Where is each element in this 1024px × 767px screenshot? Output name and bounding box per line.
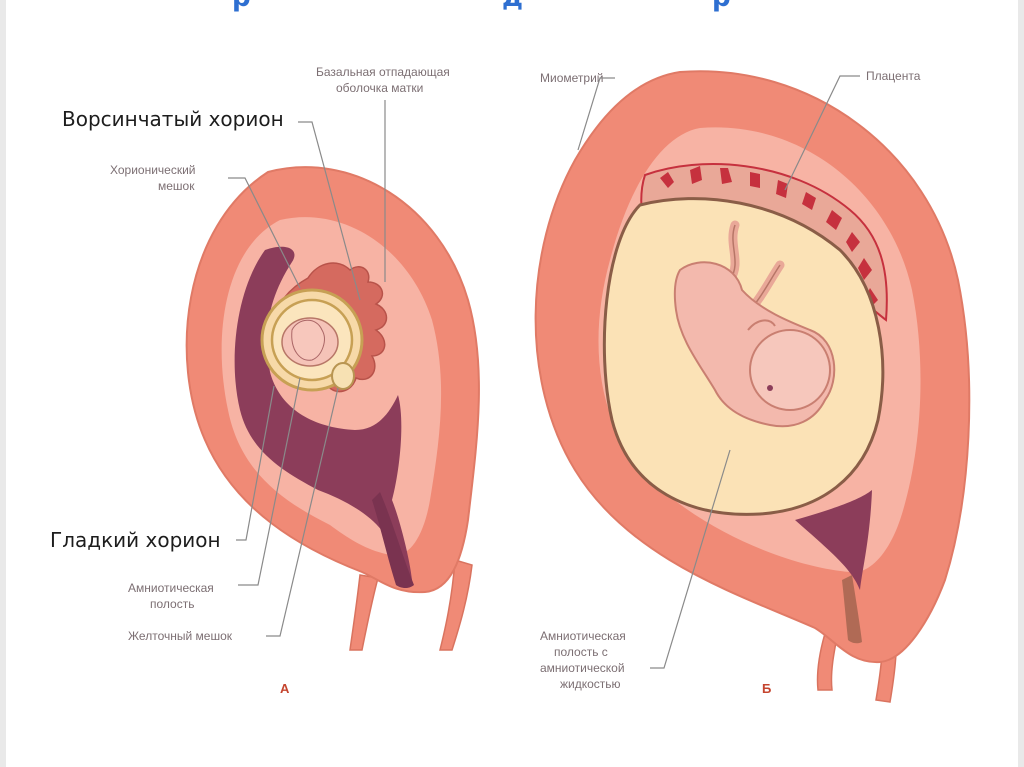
panel-letter-b: Б (762, 681, 771, 696)
label-chorionic-sac-2: мешок (158, 179, 195, 193)
uterus-a-cervix-left (350, 575, 378, 650)
uterus-late (536, 71, 970, 702)
title-fragment-2: д (502, 0, 523, 13)
label-myometrium: Миометрий (540, 71, 603, 85)
fetus-head (750, 330, 830, 410)
label-amniotic-fluid-4: жидкостью (560, 677, 621, 691)
label-chorionic-sac-1: Хорионический (110, 163, 196, 177)
label-amniotic-fluid-2: полость с (554, 645, 608, 659)
panel-letter-a: А (280, 681, 290, 696)
label-placenta: Плацента (866, 69, 921, 83)
label-decidua-2: оболочка матки (336, 81, 423, 95)
label-yolk-sac: Желточный мешок (128, 629, 233, 643)
label-amniotic-fluid-1: Амниотическая (540, 629, 626, 643)
label-amniotic-fluid-3: амниотической (540, 661, 625, 675)
label-amniotic-cavity-1: Амниотическая (128, 581, 214, 595)
yolk-sac-a (332, 363, 354, 389)
label-smooth-chorion: Гладкий хорион (50, 528, 221, 552)
label-villous-chorion: Ворсинчатый хорион (62, 107, 284, 131)
title-fragment-1: р (232, 0, 251, 13)
fetus-eye (767, 385, 773, 391)
label-amniotic-cavity-2: полость (150, 597, 194, 611)
label-decidua-1: Базальная отпадающая (316, 65, 450, 79)
title-fragment-3: р (712, 0, 731, 13)
